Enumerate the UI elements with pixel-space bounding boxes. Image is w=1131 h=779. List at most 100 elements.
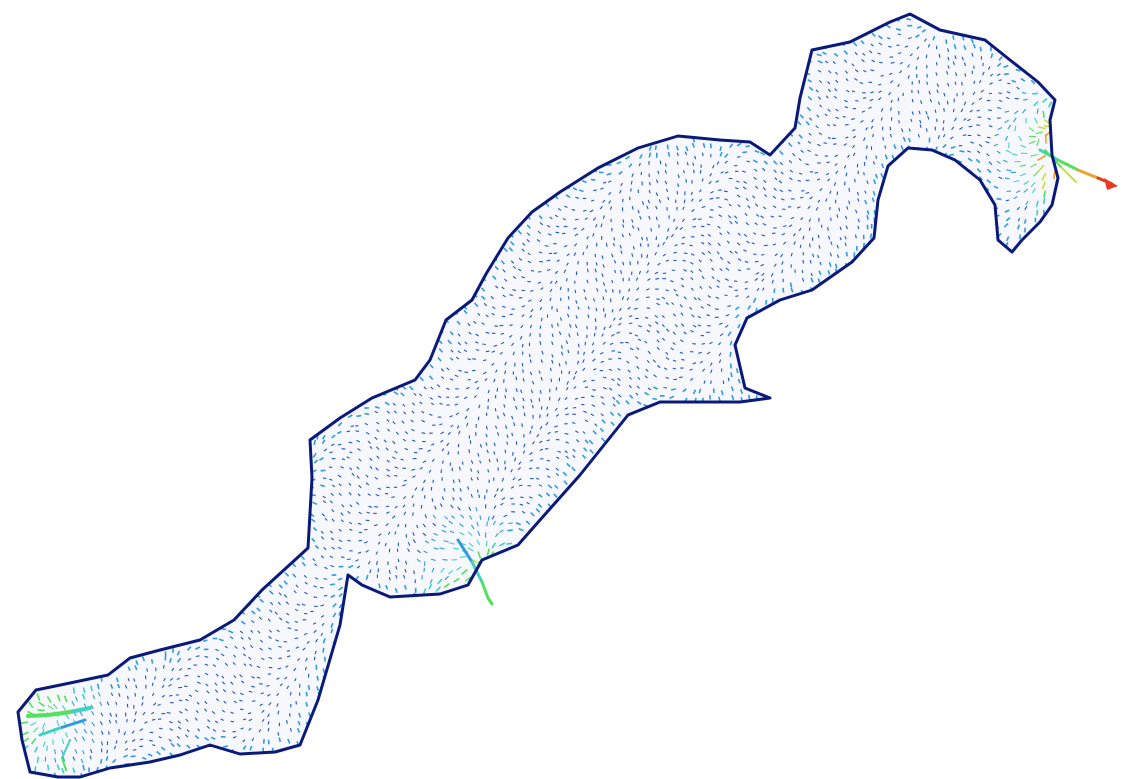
velocity-vector (220, 653, 225, 657)
velocity-vector (928, 90, 931, 95)
velocity-vector (526, 501, 530, 505)
velocity-vector (1013, 117, 1017, 123)
velocity-vector (962, 92, 964, 96)
velocity-vector (959, 150, 965, 153)
velocity-vector (285, 665, 289, 668)
velocity-vector (539, 448, 544, 451)
velocity-vector (540, 287, 544, 291)
velocity-vector (547, 475, 551, 478)
velocity-vector (473, 394, 477, 399)
velocity-vector (297, 720, 301, 726)
velocity-vector (446, 367, 450, 371)
velocity-vector (620, 182, 623, 187)
velocity-vector (817, 199, 821, 203)
velocity-vector (214, 689, 219, 693)
velocity-vector (565, 455, 569, 459)
velocity-vector (636, 347, 640, 351)
velocity-vector (74, 696, 79, 702)
velocity-vector (357, 493, 361, 497)
velocity-vector (797, 121, 802, 126)
velocity-vector (347, 510, 351, 515)
velocity-vector (423, 567, 425, 573)
velocity-vector (267, 728, 270, 732)
velocity-vector (878, 97, 882, 101)
velocity-vector (729, 220, 733, 225)
velocity-vector (818, 132, 823, 136)
velocity-vector (574, 218, 579, 221)
velocity-vector (386, 418, 390, 422)
velocity-vector (815, 89, 819, 93)
velocity-vector (575, 315, 578, 319)
velocity-vector (521, 248, 525, 252)
velocity-vector (590, 395, 595, 398)
velocity-vector (656, 298, 660, 301)
velocity-vector (566, 381, 569, 385)
velocity-vector (515, 522, 521, 526)
velocity-vector (232, 690, 236, 695)
velocity-vector (780, 198, 785, 201)
velocity-vector (65, 713, 70, 720)
velocity-vector (834, 163, 838, 167)
velocity-vector (1019, 173, 1027, 177)
velocity-vector (286, 685, 290, 690)
velocity-vector (646, 237, 648, 241)
velocity-vector (690, 191, 693, 196)
velocity-vector (762, 287, 765, 291)
velocity-vector (529, 324, 533, 329)
velocity-vector (976, 168, 982, 173)
velocity-vector (667, 151, 671, 157)
velocity-vector (861, 110, 866, 113)
velocity-vector (925, 110, 928, 115)
velocity-vector (412, 439, 416, 442)
velocity-vector (844, 236, 847, 240)
inflow-east-fan-segment (1061, 167, 1077, 183)
velocity-vector (603, 326, 606, 331)
velocity-vector (331, 509, 335, 513)
velocity-vector (1004, 73, 1009, 76)
velocity-vector (730, 386, 734, 392)
velocity-vector (638, 325, 642, 328)
velocity-vector (990, 73, 994, 77)
velocity-vector (437, 356, 442, 362)
inflow-central-segment (456, 538, 474, 564)
velocity-vector (977, 134, 981, 137)
velocity-vector (646, 307, 651, 309)
velocity-vector (727, 305, 732, 308)
velocity-vector (124, 684, 128, 689)
velocity-vector (126, 703, 129, 708)
velocity-vector (506, 542, 513, 545)
velocity-vector (727, 331, 732, 337)
velocity-vector (600, 396, 604, 399)
velocity-vector (1003, 64, 1009, 68)
velocity-vector (752, 297, 757, 303)
velocity-vector (221, 628, 227, 631)
velocity-vector (261, 718, 265, 723)
velocity-vector (880, 172, 884, 179)
velocity-vector (416, 558, 421, 563)
velocity-vector (746, 295, 750, 299)
velocity-vector (897, 52, 902, 55)
velocity-vector (392, 456, 396, 460)
velocity-vector (502, 294, 506, 298)
lake-water-area (18, 14, 1058, 777)
velocity-vector (584, 217, 588, 220)
velocity-vector (458, 478, 461, 483)
velocity-vector (720, 390, 724, 396)
velocity-vector (835, 108, 839, 112)
velocity-vector (998, 56, 1003, 61)
velocity-vector (936, 83, 940, 88)
velocity-vector (429, 396, 434, 400)
velocity-vector (511, 342, 515, 347)
velocity-vector (762, 187, 767, 191)
velocity-vector (242, 653, 247, 657)
velocity-vector (925, 54, 928, 59)
velocity-vector (283, 640, 288, 643)
velocity-vector (827, 235, 831, 240)
velocity-vector (298, 712, 302, 718)
velocity-vector (423, 386, 427, 390)
velocity-vector (504, 466, 507, 471)
velocity-vector (131, 739, 136, 742)
velocity-vector (836, 191, 839, 196)
velocity-vector (492, 520, 496, 526)
velocity-vector (755, 272, 760, 275)
